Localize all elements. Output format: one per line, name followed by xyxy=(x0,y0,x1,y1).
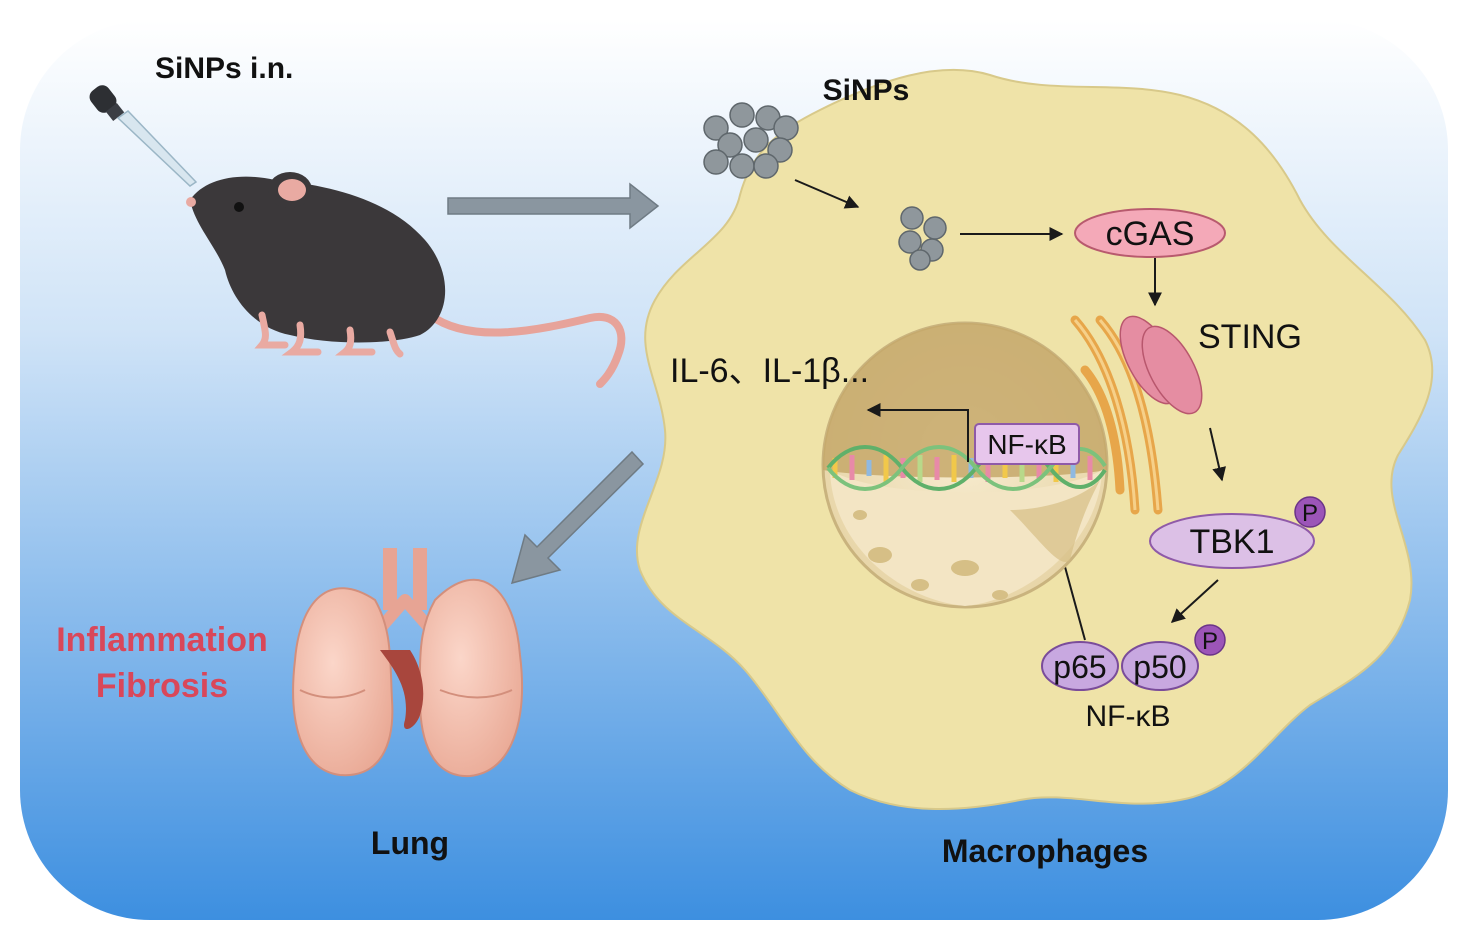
cytokines-label: IL-6、IL-1β... xyxy=(670,352,869,390)
sinps-label: SiNPs xyxy=(823,74,910,107)
cgas-label: cGAS xyxy=(1106,215,1195,253)
tbk1-label: TBK1 xyxy=(1189,523,1274,561)
phospho-p50-label: P xyxy=(1202,628,1218,655)
p65-label: p65 xyxy=(1053,649,1106,685)
sinps-in-label: SiNPs i.n. xyxy=(155,52,293,85)
phospho-p50-badge xyxy=(1194,624,1226,656)
sinp-particles-cluster xyxy=(703,102,799,179)
internalized-sinps xyxy=(898,206,947,271)
lung-illustration xyxy=(292,548,523,778)
p50-label: p50 xyxy=(1133,649,1186,685)
arrow-tbk1-to-nfkb xyxy=(1170,579,1219,623)
arrow-uptake xyxy=(794,179,860,209)
dropper-icon xyxy=(89,85,198,187)
mouse-illustration xyxy=(186,172,626,388)
arrow-cell-to-lung xyxy=(510,450,645,585)
nfkb-complex-label: NF-κB xyxy=(1086,700,1171,733)
arrow-mouse-to-cell xyxy=(447,182,660,230)
macrophages-label: Macrophages xyxy=(942,833,1148,869)
p50-node xyxy=(1121,641,1199,691)
inflammation-label: Inflammation xyxy=(56,621,268,659)
arrow-sting-to-tbk1 xyxy=(1209,427,1226,482)
lung-label: Lung xyxy=(371,825,449,861)
nfkb-nuclear-box xyxy=(974,423,1080,465)
p65-node xyxy=(1041,641,1119,691)
fibrosis-label: Fibrosis xyxy=(96,667,228,705)
cgas-node xyxy=(1074,208,1226,258)
sting-label: STING xyxy=(1198,318,1302,356)
phospho-tbk1-label: P xyxy=(1302,500,1318,527)
sting-protein xyxy=(1119,315,1203,415)
phospho-tbk1-badge xyxy=(1294,496,1326,528)
nfkb-nuclear-label: NF-κB xyxy=(987,429,1066,460)
arrow-transcription xyxy=(866,403,969,462)
tbk1-node xyxy=(1149,513,1315,569)
